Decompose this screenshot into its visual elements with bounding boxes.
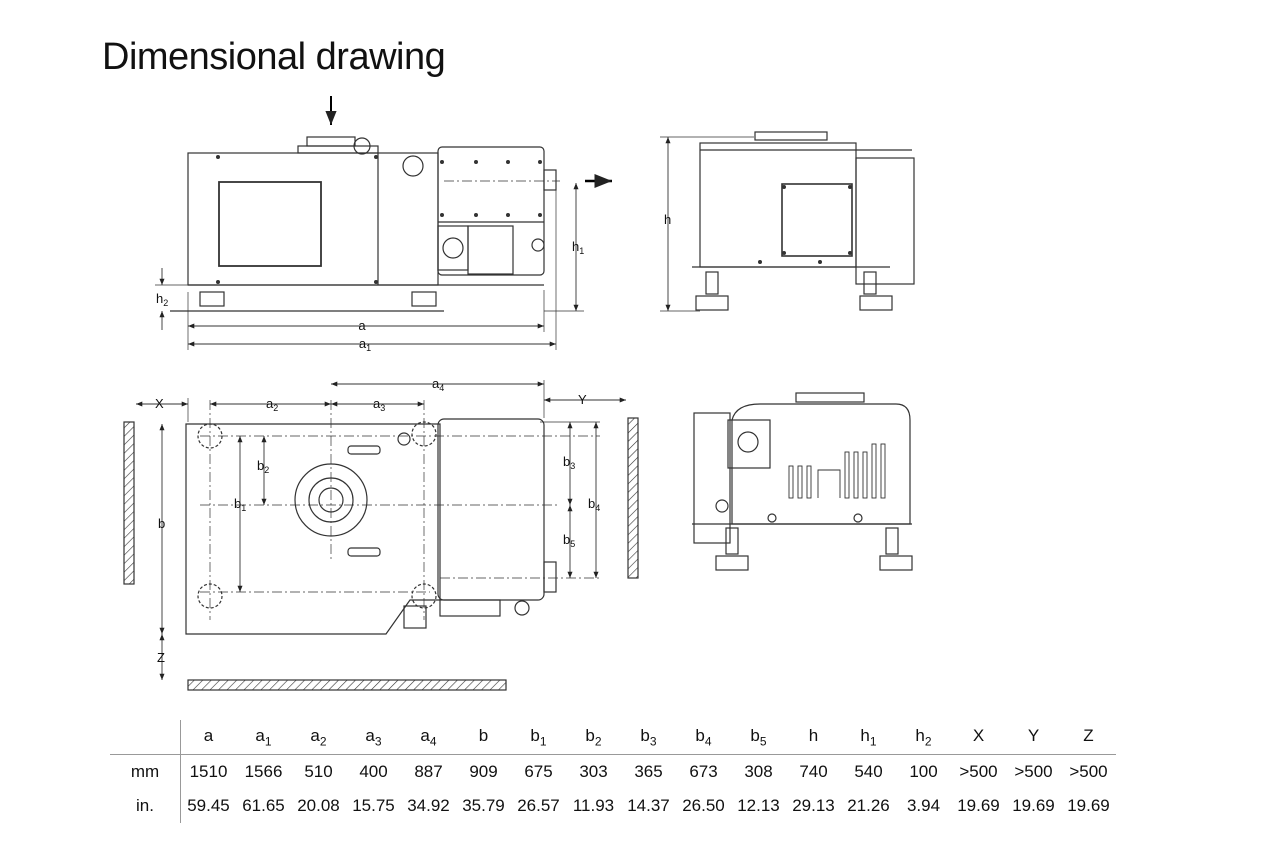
table-cell: 740 xyxy=(799,762,828,781)
column-header: Z xyxy=(1061,720,1116,755)
table-cell: 20.08 xyxy=(297,796,340,815)
row-label: mm xyxy=(110,754,181,789)
svg-text:b5: b5 xyxy=(563,532,575,549)
table-cell: 61.65 xyxy=(242,796,285,815)
svg-text:b3: b3 xyxy=(563,454,575,471)
svg-text:a1: a1 xyxy=(359,336,371,353)
table-row-mm: mm 1510 1566 510 400 887 909 675 303 365… xyxy=(110,754,1116,789)
table-cell: >500 xyxy=(1069,762,1108,781)
column-header: b1 xyxy=(511,720,566,755)
table-cell: 510 xyxy=(304,762,333,781)
table-cell: 19.69 xyxy=(957,796,1000,815)
table-corner-cell xyxy=(110,720,181,755)
table-cell: 308 xyxy=(744,762,773,781)
column-header: b4 xyxy=(676,720,731,755)
table-cell: 3.94 xyxy=(906,796,941,815)
column-header: a2 xyxy=(291,720,346,755)
table-cell: 400 xyxy=(359,762,388,781)
table-cell: 21.26 xyxy=(847,796,890,815)
table-cell: 11.93 xyxy=(572,796,615,815)
column-header: b2 xyxy=(566,720,621,755)
column-header: a xyxy=(180,720,236,755)
svg-text:h: h xyxy=(664,212,671,227)
table-cell: 19.69 xyxy=(1012,796,1055,815)
svg-text:a: a xyxy=(358,318,366,333)
table-row-in: in. 59.45 61.65 20.08 15.75 34.92 35.79 … xyxy=(110,789,1116,823)
table-cell: 59.45 xyxy=(187,796,230,815)
table-cell: 909 xyxy=(469,762,498,781)
svg-text:h1: h1 xyxy=(572,239,584,256)
svg-text:b2: b2 xyxy=(257,458,269,475)
table-cell: 12.13 xyxy=(737,796,780,815)
svg-text:X: X xyxy=(155,396,164,411)
table-cell: 675 xyxy=(524,762,553,781)
column-header: b3 xyxy=(621,720,676,755)
svg-text:a4: a4 xyxy=(432,376,444,393)
table-cell: 1566 xyxy=(244,762,283,781)
svg-text:a2: a2 xyxy=(266,396,278,413)
dimensional-drawing: a a1 h1 h2 h X a2 a3 a4 Y b b1 b2 b3 b4 … xyxy=(123,96,915,691)
svg-text:b1: b1 xyxy=(234,496,246,513)
table-cell: 29.13 xyxy=(792,796,835,815)
svg-text:h2: h2 xyxy=(156,291,168,308)
svg-text:a3: a3 xyxy=(373,396,385,413)
table-cell: 26.50 xyxy=(682,796,725,815)
table-cell: 15.75 xyxy=(352,796,395,815)
column-header: X xyxy=(951,720,1006,755)
svg-text:Y: Y xyxy=(578,392,587,407)
table-cell: 887 xyxy=(414,762,443,781)
column-header: h2 xyxy=(896,720,951,755)
column-header: a4 xyxy=(401,720,456,755)
column-header: h xyxy=(786,720,841,755)
dimensions-table: a a1 a2 a3 a4 b b1 b2 b3 b4 b5 h h1 h2 X… xyxy=(110,720,1116,823)
dimension-labels: a a1 h1 h2 h X a2 a3 a4 Y b b1 b2 b3 b4 … xyxy=(155,212,671,665)
table-cell: >500 xyxy=(1014,762,1053,781)
table-cell: 19.69 xyxy=(1067,796,1110,815)
table-cell: 540 xyxy=(854,762,883,781)
front-view xyxy=(155,96,612,350)
column-header: b xyxy=(456,720,511,755)
row-label: in. xyxy=(110,789,181,823)
table-cell: 26.57 xyxy=(517,796,560,815)
table-cell: 34.92 xyxy=(407,796,450,815)
column-header: Y xyxy=(1006,720,1061,755)
table-cell: 365 xyxy=(634,762,663,781)
table-cell: 1510 xyxy=(189,762,228,781)
table-cell: 35.79 xyxy=(462,796,505,815)
svg-text:Z: Z xyxy=(157,650,165,665)
table-cell: >500 xyxy=(959,762,998,781)
top-view xyxy=(123,380,639,691)
table-cell: 100 xyxy=(909,762,938,781)
column-header: b5 xyxy=(731,720,786,755)
column-header: a1 xyxy=(236,720,291,755)
svg-text:b4: b4 xyxy=(588,496,600,513)
page-title: Dimensional drawing xyxy=(102,36,446,78)
end-view xyxy=(692,392,913,571)
table-cell: 673 xyxy=(689,762,718,781)
svg-text:b: b xyxy=(158,516,165,531)
table-header-row: a a1 a2 a3 a4 b b1 b2 b3 b4 b5 h h1 h2 X… xyxy=(110,720,1116,755)
column-header: h1 xyxy=(841,720,896,755)
column-header: a3 xyxy=(346,720,401,755)
table-cell: 14.37 xyxy=(627,796,670,815)
side-view xyxy=(660,131,915,312)
table-cell: 303 xyxy=(579,762,608,781)
